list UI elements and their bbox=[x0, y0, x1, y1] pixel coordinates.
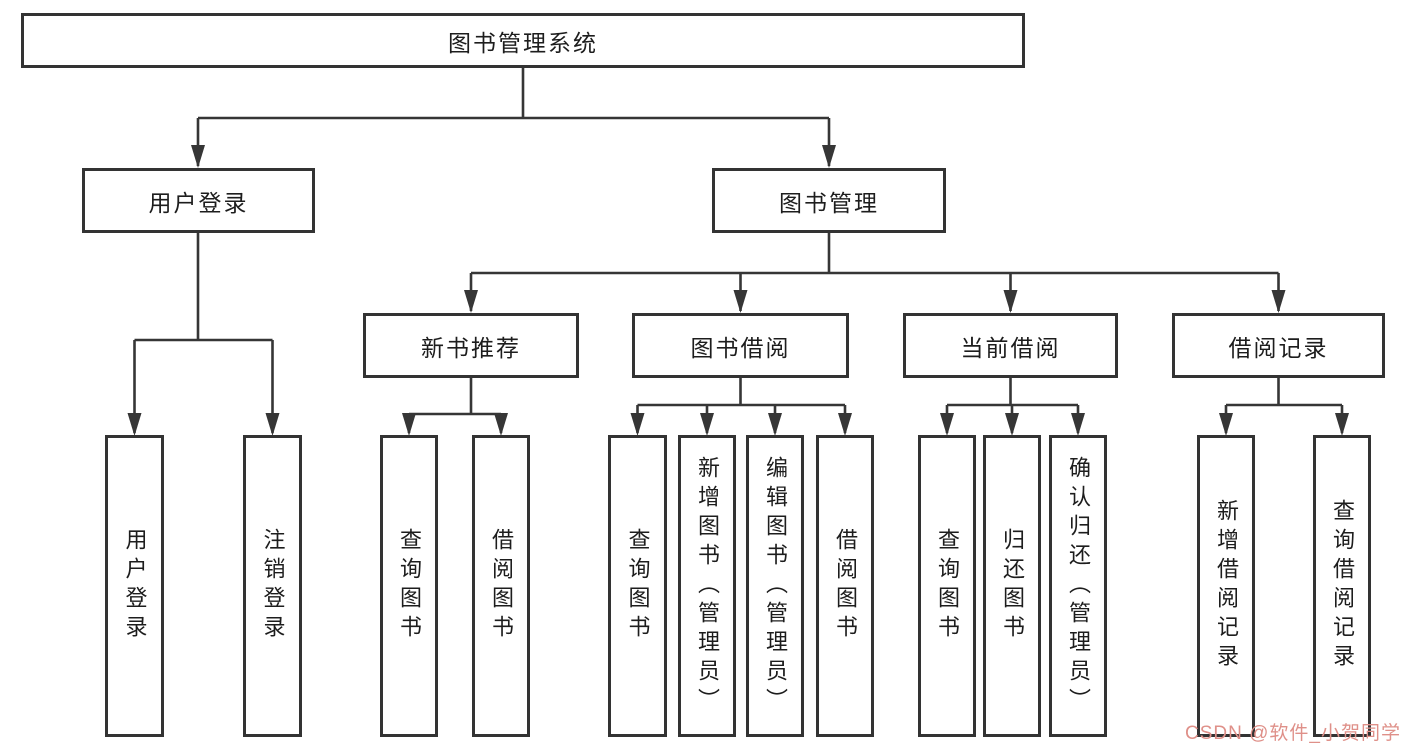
leaf-query-books-rec: 查询图书 bbox=[380, 435, 438, 737]
arrow-down-icon bbox=[464, 290, 478, 313]
arrow-down-icon bbox=[838, 413, 852, 436]
arrow-down-icon bbox=[127, 413, 142, 436]
edge-new-book-rec-children bbox=[407, 378, 503, 433]
arrow-down-icon bbox=[1271, 290, 1286, 313]
arrow-down-icon bbox=[1335, 413, 1349, 436]
leaf-user-login: 用户登录 bbox=[105, 435, 164, 737]
leaf-query-current-label: 查询图书 bbox=[935, 528, 960, 644]
arrow-down-icon bbox=[940, 413, 954, 436]
edge-book-mgmt-children bbox=[469, 233, 1280, 311]
arrow-down-icon bbox=[733, 290, 748, 313]
leaf-return-books: 归还图书 bbox=[983, 435, 1041, 737]
leaf-borrow-books-rec: 借阅图书 bbox=[472, 435, 530, 737]
leaf-query-books-rec-label: 查询图书 bbox=[397, 528, 422, 644]
leaf-logout-label: 注销登录 bbox=[260, 528, 286, 644]
node-new-book-recommend-label: 新书推荐 bbox=[421, 334, 521, 361]
leaf-borrow-books-rec-label: 借阅图书 bbox=[489, 528, 514, 644]
node-current-borrow: 当前借阅 bbox=[903, 313, 1118, 378]
leaf-logout: 注销登录 bbox=[243, 435, 302, 737]
csdn-watermark: CSDN @软件_小贺同学 bbox=[1185, 723, 1401, 744]
leaf-query-books-label: 查询图书 bbox=[625, 528, 651, 644]
arrow-down-icon bbox=[1071, 413, 1085, 436]
leaf-edit-books-admin: 编辑图书（管理员） bbox=[746, 435, 804, 737]
arrow-down-icon bbox=[630, 413, 645, 436]
leaf-add-books-admin: 新增图书（管理员） bbox=[678, 435, 736, 737]
leaf-borrow-books-label: 借阅图书 bbox=[833, 528, 858, 644]
edge-user-login-children bbox=[133, 233, 274, 433]
node-book-management-label: 图书管理 bbox=[779, 189, 879, 216]
arrow-down-icon bbox=[265, 413, 280, 436]
node-current-borrow-label: 当前借阅 bbox=[960, 334, 1061, 361]
leaf-edit-books-admin-label: 编辑图书（管理员） bbox=[763, 455, 788, 717]
leaf-add-borrow-record-label: 新增借阅记录 bbox=[1214, 499, 1239, 673]
arrow-down-icon bbox=[494, 413, 508, 436]
arrow-down-icon bbox=[1005, 413, 1019, 436]
arrow-down-icon bbox=[191, 145, 205, 168]
node-book-borrow: 图书借阅 bbox=[632, 313, 849, 378]
leaf-return-books-label: 归还图书 bbox=[1000, 528, 1025, 644]
node-root-label: 图书管理系统 bbox=[448, 29, 598, 56]
arrow-down-icon bbox=[1219, 413, 1233, 436]
node-borrow-records: 借阅记录 bbox=[1172, 313, 1385, 378]
arrow-down-icon bbox=[768, 413, 782, 436]
edge-book-borrow-children bbox=[636, 378, 847, 433]
node-user-login: 用户登录 bbox=[82, 168, 315, 233]
leaf-query-current: 查询图书 bbox=[918, 435, 976, 737]
arrow-down-icon bbox=[402, 413, 416, 436]
arrow-down-icon bbox=[700, 413, 714, 436]
leaf-query-borrow-record-label: 查询借阅记录 bbox=[1330, 499, 1355, 673]
leaf-add-borrow-record: 新增借阅记录 bbox=[1197, 435, 1255, 737]
arrow-down-icon bbox=[822, 145, 836, 168]
leaf-confirm-return-admin-label: 确认归还（管理员） bbox=[1066, 455, 1091, 717]
node-new-book-recommend: 新书推荐 bbox=[363, 313, 579, 378]
edge-borrow-records-children bbox=[1224, 378, 1344, 433]
node-root: 图书管理系统 bbox=[21, 13, 1025, 68]
leaf-confirm-return-admin: 确认归还（管理员） bbox=[1049, 435, 1107, 737]
node-book-management: 图书管理 bbox=[712, 168, 946, 233]
arrow-down-icon bbox=[1003, 290, 1018, 313]
leaf-add-books-admin-label: 新增图书（管理员） bbox=[695, 455, 720, 717]
leaf-query-books: 查询图书 bbox=[608, 435, 667, 737]
node-borrow-records-label: 借阅记录 bbox=[1228, 334, 1329, 361]
leaf-borrow-books: 借阅图书 bbox=[816, 435, 874, 737]
edge-root-to-level1 bbox=[196, 68, 831, 166]
node-book-borrow-label: 图书借阅 bbox=[690, 334, 791, 361]
node-user-login-label: 用户登录 bbox=[148, 189, 249, 216]
leaf-user-login-label: 用户登录 bbox=[122, 528, 148, 644]
leaf-query-borrow-record: 查询借阅记录 bbox=[1313, 435, 1371, 737]
